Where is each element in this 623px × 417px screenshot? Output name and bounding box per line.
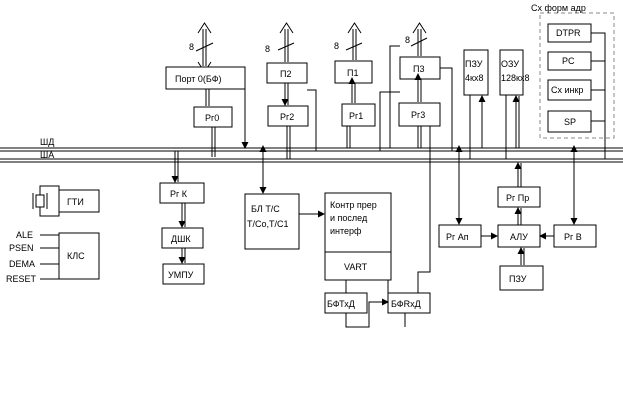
port0-bitwidth: 8 xyxy=(189,42,194,52)
kls-label: КЛС xyxy=(67,251,85,261)
signal-dema: DEMA xyxy=(9,259,35,269)
pzu-4k-label-1: ПЗУ xyxy=(465,59,483,69)
prpr-label: Рг Пр xyxy=(506,193,529,203)
signal-ale: ALE xyxy=(16,230,33,240)
pr0-block xyxy=(193,106,233,128)
ozu-128k-label-1: ОЗУ xyxy=(501,59,519,69)
pzu-4k-block xyxy=(463,49,489,96)
p1-label: П1 xyxy=(347,68,358,78)
pzu-bottom-block xyxy=(499,265,544,291)
umpu-block xyxy=(162,263,205,285)
prk-label: Рг К xyxy=(170,189,188,199)
address-bus xyxy=(0,158,623,163)
sx-inkr-label: Сх инкр xyxy=(551,85,583,95)
dshk-label: ДШК xyxy=(171,234,191,244)
kontr-label-3: интерф xyxy=(330,226,362,236)
command-decode-group: Рг К ДШК УМПУ xyxy=(159,151,205,285)
address-formation-frame xyxy=(539,12,615,139)
port3-bitwidth: 8 xyxy=(405,35,410,45)
port2-group: 8 П2 Рг2 xyxy=(265,22,317,159)
signal-reset: RESET xyxy=(6,274,37,284)
gti-block xyxy=(58,189,100,213)
address-bus-label: ША xyxy=(40,150,54,160)
address-formation-title: Сх форм адр xyxy=(531,3,586,13)
pzu-4k-group: ПЗУ 4кх8 xyxy=(463,49,489,159)
vart-label: VART xyxy=(344,262,368,272)
port2-bitwidth: 8 xyxy=(265,44,270,54)
timer-group: БЛ Т/С Т/Со,Т/С1 xyxy=(244,145,325,250)
data-bus xyxy=(0,147,623,152)
p2-label: П2 xyxy=(280,69,291,79)
prpr-block xyxy=(497,186,541,208)
bfrxd-label: БФRхД xyxy=(391,299,421,309)
kls-group: КЛС ALE PSEN DEMA RESET xyxy=(6,230,100,284)
data-bus-label: ШД xyxy=(40,137,54,147)
kls-block xyxy=(58,232,100,280)
umpu-label: УМПУ xyxy=(168,270,194,280)
interrupt-controller-group: Контр прер и послед интерф VART БФТхД БФ… xyxy=(324,192,431,328)
pr2-block xyxy=(267,105,309,127)
kontr-label-1: Контр прер xyxy=(330,200,377,210)
p3-label: П3 xyxy=(413,64,424,74)
port1-bitwidth: 8 xyxy=(334,41,339,51)
prb-label: Рг В xyxy=(564,232,582,242)
pr1-label: Рг1 xyxy=(349,111,363,121)
pzu-4k-label-2: 4кх8 xyxy=(465,73,483,83)
signal-psen: PSEN xyxy=(9,243,34,253)
pc-label: PC xyxy=(562,56,575,66)
ozu-128k-block xyxy=(499,49,524,96)
crystal-icon xyxy=(35,194,45,208)
bftxd-label: БФТхД xyxy=(327,299,355,309)
sp-label: SP xyxy=(564,117,576,127)
port0-group: 8 Порт 0(БФ) Рг0 xyxy=(165,22,249,157)
pr3-block xyxy=(398,102,441,127)
bl-tc-block xyxy=(244,193,300,250)
p2-block xyxy=(266,62,308,84)
kontr-label-2: и послед xyxy=(330,213,368,223)
pr2-label: Рг2 xyxy=(280,112,294,122)
pr0-label: Рг0 xyxy=(205,113,219,123)
port1-group: 8 П1 Рг1 xyxy=(334,22,376,148)
gti-label: ГТИ xyxy=(67,197,84,207)
bl-tc-label-2: Т/Со,Т/С1 xyxy=(247,219,289,229)
bl-tc-label-1: БЛ Т/С xyxy=(251,204,280,214)
ozu-128k-group: ОЗУ 128кх8 xyxy=(499,49,529,159)
alu-label: АЛУ xyxy=(510,232,528,242)
port0-label: Порт 0(БФ) xyxy=(175,74,222,84)
alu-group: Рг Ап АЛУ Рг В Рг Пр ПЗУ xyxy=(438,145,597,291)
dtpr-label: DTPR xyxy=(556,28,581,38)
gti-group: ГТИ xyxy=(32,185,100,217)
pran-label: Рг Ап xyxy=(446,232,469,242)
pr3-label: Рг3 xyxy=(411,110,425,120)
pr1-block xyxy=(341,103,376,127)
prb-block xyxy=(553,224,597,248)
interrupt-controller-block xyxy=(324,192,392,281)
ozu-128k-label-2: 128кх8 xyxy=(501,73,529,83)
pzu-bottom-label: ПЗУ xyxy=(509,274,527,284)
address-formation-group: Сх форм адр DTPR PC Сх инкр SP xyxy=(531,3,615,159)
